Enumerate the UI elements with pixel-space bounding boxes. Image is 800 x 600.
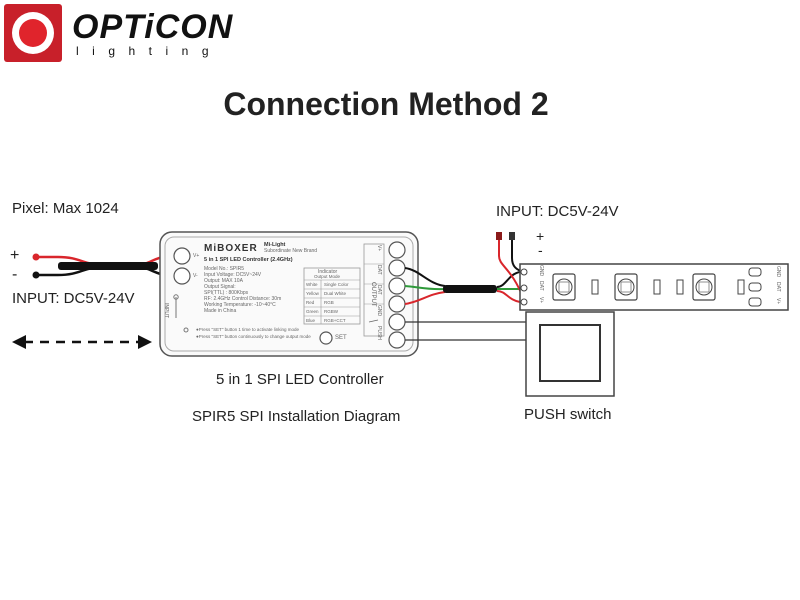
led-chip	[692, 273, 716, 301]
output-dat2-terminal	[388, 277, 406, 295]
push-terminal-2	[388, 331, 406, 349]
set-button	[319, 331, 333, 345]
push-terminal-1	[388, 313, 406, 331]
mode-color: Blue	[306, 318, 316, 323]
controller-caption: 5 in 1 SPI LED Controller	[216, 371, 384, 388]
controller-brand-tag: Mi-Light	[264, 242, 286, 248]
output-vplus-terminal	[388, 241, 406, 259]
diagram-caption: SPIR5 SPI Installation Diagram	[192, 408, 401, 425]
distance-arrow	[12, 335, 152, 349]
mode-name: Dual White	[324, 291, 347, 296]
mode-color: Red	[306, 300, 315, 305]
minus-terminal-dot	[32, 271, 40, 279]
controller-brand: MiBOXER	[204, 243, 258, 254]
strip-end-terminal-label: V+	[775, 298, 781, 305]
strip-terminal-label: DAT	[538, 281, 544, 291]
controller-product-name: 5 in 1 SPI LED Controller (2.4GHz)	[204, 257, 293, 263]
plus-terminal-dot	[32, 253, 40, 261]
indicator-table	[303, 267, 361, 325]
left-input-label: INPUT: DC5V-24V	[12, 290, 135, 307]
instruction-note: ●Press "SET" button continuously to chan…	[196, 334, 311, 339]
brand-subtitle: lighting	[76, 44, 223, 58]
set-button-label: SET	[335, 335, 347, 341]
push-terminal-label: PUSH	[376, 326, 382, 340]
spec-line: Output: MAX 10A	[204, 278, 243, 284]
left-input-wires	[32, 253, 169, 279]
spec-line: Input Voltage: DC5V~24V	[204, 272, 262, 278]
mode-name: RGBW	[324, 309, 338, 314]
strip-end-terminal-label: DAT	[775, 282, 781, 292]
right-input-label: INPUT: DC5V-24V	[496, 203, 619, 220]
input-side-label: INPUT	[163, 303, 169, 318]
output-terminal-label: V+	[376, 245, 382, 252]
input-terminal-label: V+	[193, 253, 200, 259]
resistor	[737, 279, 745, 295]
input-cable-sheath	[58, 262, 158, 270]
controller-vminus-terminal	[173, 267, 191, 285]
strip-minus-sign: -	[538, 242, 543, 258]
led-chip	[614, 273, 638, 301]
brand-logo-dot	[19, 19, 47, 47]
mode-name: Single Color	[324, 282, 349, 287]
spec-line: RF: 2.4GHz Control Distance: 30m	[204, 296, 282, 302]
pixel-max-label: Pixel: Max 1024	[12, 200, 119, 217]
spec-line: Made in China	[204, 308, 237, 314]
mode-name: RGB	[324, 300, 334, 305]
output-terminal-label: DAT	[376, 285, 382, 295]
output-terminal-label: GND	[376, 305, 382, 317]
output-mode-header: Output Mode	[314, 274, 341, 279]
resistor	[591, 279, 599, 295]
controller-vplus-terminal	[173, 247, 191, 265]
mode-color: White	[306, 282, 318, 287]
led-chip	[552, 273, 576, 301]
minus-sign: -	[12, 266, 18, 283]
mode-color: Green	[306, 309, 319, 314]
output-cable-sheath	[443, 285, 497, 293]
output-dat1-terminal	[388, 259, 406, 277]
brand-name: OPTiCON	[72, 8, 234, 46]
spec-line: Working Temperature: -10~40°C	[204, 302, 276, 308]
spec-line: Model No.: SPIR5	[204, 266, 245, 272]
instruction-note: ●Press "SET" button 1 time to activate l…	[196, 327, 299, 332]
resistor	[676, 279, 684, 295]
plus-sign: +	[10, 247, 20, 264]
mode-color: Yellow	[306, 291, 319, 296]
controller-brand-sub: Subordinate New Brand	[264, 248, 318, 254]
led-strip	[519, 263, 789, 311]
spec-line: SPI(TTL) : 800Kbps	[204, 290, 249, 296]
push-switch-label: PUSH switch	[524, 406, 612, 423]
output-wires	[404, 267, 540, 341]
spec-line: Output Signal:	[204, 284, 236, 290]
indicator-header: Indicator	[318, 269, 338, 275]
strip-end-terminal-label: GND	[775, 266, 781, 278]
input-terminal-label: V-	[193, 273, 198, 279]
mode-name: RGB+CCT	[324, 318, 346, 323]
strip-terminal-label: GND	[538, 265, 544, 277]
strip-plus-sign: +	[536, 228, 545, 244]
page-title: Connection Method 2	[223, 86, 549, 122]
output-gnd-terminal	[388, 295, 406, 313]
push-switch	[525, 311, 615, 397]
output-terminal-label: DAT	[376, 265, 382, 275]
resistor	[653, 279, 661, 295]
strip-terminal-label: V+	[538, 297, 544, 304]
